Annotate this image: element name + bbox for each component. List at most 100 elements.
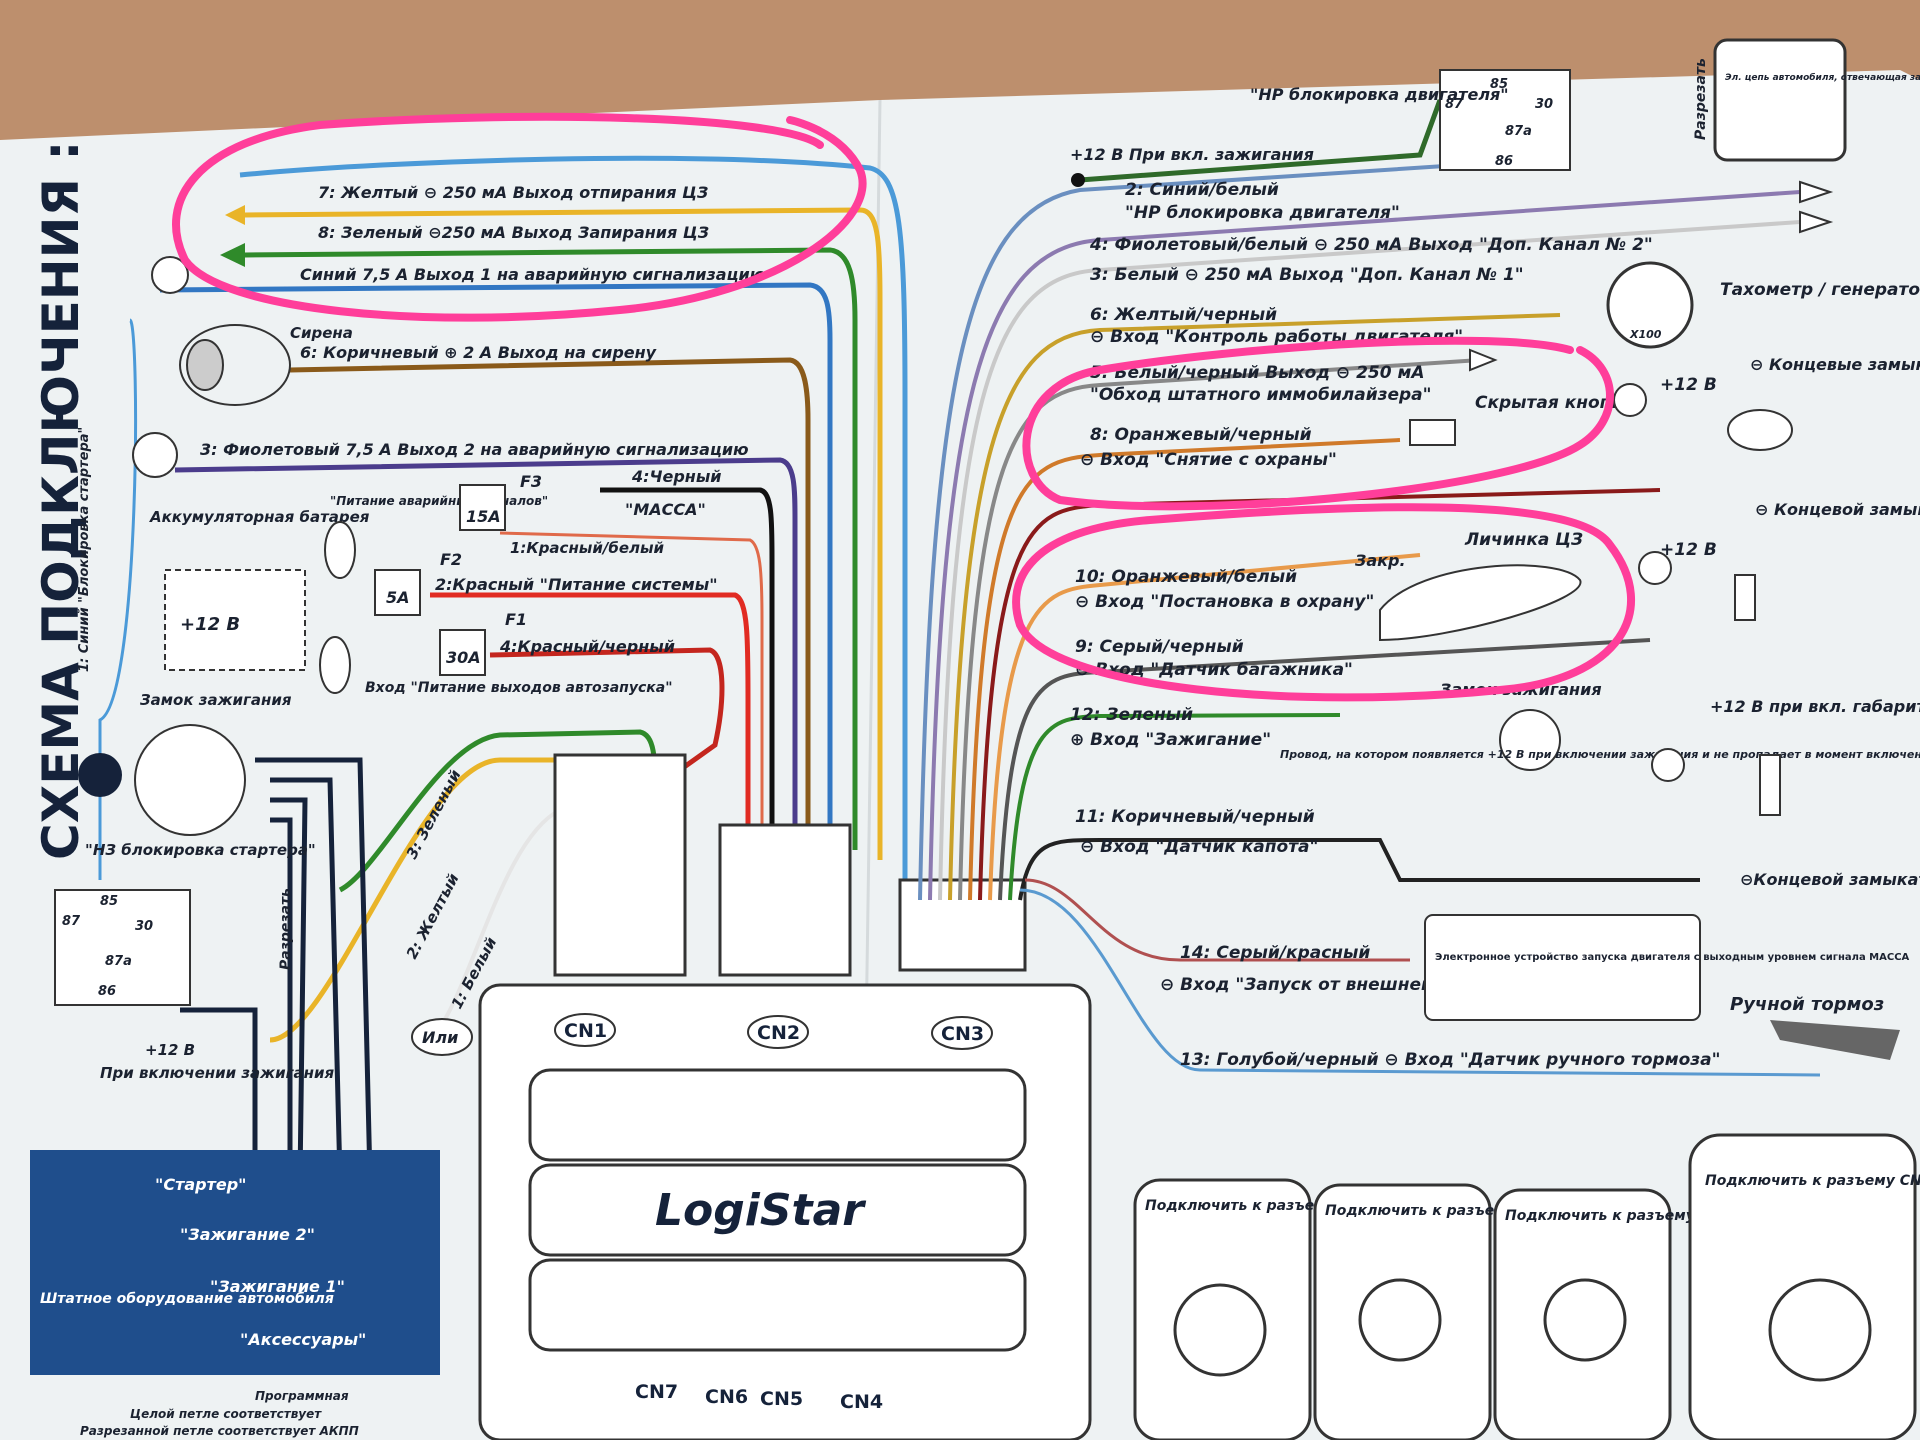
rw-label-18: 14: Серый/красный: [1180, 943, 1370, 963]
siren-label: Сирена: [290, 324, 353, 342]
bottom-note-3: Разрезанной петле соответствует АКПП: [80, 1424, 359, 1438]
handbrake-label: Ручной тормоз: [1730, 994, 1884, 1015]
plus12-trunk: +12 В: [1660, 540, 1717, 560]
rw-label-10: 10: Оранжевый/белый: [1075, 567, 1297, 587]
ignition-key-icon: [78, 753, 122, 797]
power3-label: 4:Красный/черный: [499, 637, 675, 656]
door-handle-icon: [1379, 564, 1582, 642]
arrow-dop2: [1799, 180, 1834, 204]
cut-label-right: Разрезать: [1693, 58, 1709, 140]
circuit-note-text: Эл. цепь автомобиля, отвечающая за работ…: [1725, 72, 1920, 83]
cn7-label: CN7: [635, 1381, 678, 1403]
plus12-ign-label: +12 В: [145, 1041, 195, 1059]
wire-red-power2: [430, 592, 751, 850]
wire-rw-orangewhite: [988, 553, 1421, 901]
wire-redwhite-power1: [499, 531, 764, 850]
plus12-ign-sub: При включении зажигания: [100, 1064, 334, 1082]
tacho-x100: X100: [1629, 328, 1662, 341]
wire-blue-hazard1: [159, 282, 833, 850]
engine-relay-pin-87a: 87a: [1505, 124, 1532, 139]
battery-icon: [164, 569, 306, 671]
ili-badge-1: [324, 521, 356, 579]
bottom-note: Программная Целой петле соответствует Ра…: [80, 1389, 359, 1438]
wire-ign-dark1: [255, 757, 373, 1181]
fuse-hazard-label: "Питание аварийных сигналов": [330, 494, 548, 508]
diagram-title: СХЕМА ПОДКЛЮЧЕНИЯ :: [32, 141, 90, 860]
fuse-f2: [374, 569, 421, 616]
hood-switch-label: ⊖Концевой замыкатель капота: [1740, 870, 1920, 889]
bottom-note-1: Программная: [255, 1389, 349, 1403]
rw-label-9: ⊖ Вход "Снятие с охраны": [1080, 450, 1337, 470]
engine-relay-pins: 85 87 30 87a 86: [1445, 77, 1553, 169]
rw-label-1: "НР блокировка двигателя": [1125, 203, 1400, 223]
wire-starter-blue: [98, 318, 138, 880]
wire-rw-orangeblack: [968, 438, 1401, 901]
highlight-immobilizer-disarm: [1022, 336, 1614, 511]
label-blue-hazard1: Синий 7,5 А Выход 1 на аварийную сигнали…: [300, 265, 765, 284]
wire-white-cn1: [428, 808, 600, 1042]
parking-label: +12 В при вкл. габаритных огнях: [1710, 697, 1920, 716]
ili-badge-3: [411, 1018, 473, 1056]
wire-yellow-unlock: [244, 207, 883, 860]
relay-pin-87: 87: [62, 914, 81, 929]
unit-slot-3: [528, 1258, 1027, 1352]
wire-rw-grayblack: [998, 638, 1651, 901]
wire-rw-white: [938, 220, 1801, 901]
wire-rw-green: [1008, 713, 1341, 901]
power1-label: 1:Красный/белый: [510, 539, 665, 557]
wire-ign-dark2: [270, 777, 343, 1181]
cn6-label: CN6: [705, 1386, 748, 1408]
zakr-label: Закр.: [1354, 551, 1406, 570]
engine-relay-pin-30: 30: [1535, 97, 1553, 112]
stock-equipment-box: [30, 1150, 440, 1375]
lamp-icon-1: [151, 256, 189, 294]
relay-pin-30: 30: [135, 919, 153, 934]
connect-box-cn5: [1493, 1188, 1672, 1440]
highlight-arm-input: [1012, 503, 1636, 702]
parking-lamp-icon: [1651, 748, 1685, 782]
stock-item-starter: "Стартер": [155, 1175, 247, 1194]
highlight-annotations: [172, 112, 1636, 702]
rw-label-11: ⊖ Вход "Постановка в охрану": [1075, 592, 1374, 612]
wire-rw-lightblueblack: [1019, 888, 1821, 1077]
door-switch-icon: [1727, 409, 1793, 451]
nz-block-label: "НЗ блокировка стартера": [85, 841, 316, 859]
harness-icon-cn7: [1173, 1283, 1267, 1377]
fuse-f1: [439, 629, 486, 676]
label-green-lock: 8: Зеленый ⊖250 мА Выход Запирания ЦЗ: [318, 223, 709, 242]
ignition-lock-label: Замок зажигания: [140, 691, 292, 709]
right-wire-labels: 2: Синий/белый "НР блокировка двигателя"…: [1070, 180, 1721, 1070]
harness-icon-cn5: [1543, 1278, 1627, 1362]
hood-switch-icon: [1759, 754, 1781, 816]
stock-item-ign1: "Зажигание 1": [210, 1277, 345, 1296]
battery-voltage: +12 В: [180, 614, 240, 635]
stock-item-ign2: "Зажигание 2": [180, 1225, 315, 1244]
wire-redblack-power3: [489, 647, 725, 773]
ignition-lock-icon: [134, 724, 246, 836]
tacho-label: Тахометр / генератор: [1720, 280, 1920, 300]
wire-blue-cz: [239, 155, 908, 900]
harness-icon-cn6: [1358, 1278, 1442, 1362]
cn1-label: CN1: [564, 1020, 607, 1042]
harness-icon-cn4: [1768, 1278, 1872, 1382]
rw-label-6: 5: Белый/черный Выход ⊖ 250 мА: [1090, 363, 1425, 383]
fuse-f3-name: F3: [520, 472, 542, 491]
rw-label-8: 8: Оранжевый/черный: [1090, 425, 1312, 445]
rw-label-0: 2: Синий/белый: [1125, 180, 1279, 200]
cn4-label: CN4: [840, 1391, 883, 1413]
connect-box-cn7: [1133, 1178, 1312, 1440]
ext-device-text: Электронное устройство запуска двигателя…: [1435, 952, 1910, 963]
wire-green-lock: [244, 247, 858, 850]
wire-note-label: Провод, на котором появляется +12 В при …: [1280, 748, 1920, 761]
ground-label: "МАССА": [625, 500, 706, 519]
connect-box-cn6: [1313, 1183, 1492, 1440]
left-wire-labels: 7: Желтый ⊖ 250 мА Выход отпирания ЦЗ 8:…: [200, 183, 765, 459]
hidden-button-icon: [1409, 419, 1456, 446]
trunk-switch-label: ⊖ Концевой замыкатель багажника: [1755, 500, 1920, 519]
arrow-green: [220, 243, 245, 267]
fuse-f2-name: F2: [440, 550, 462, 569]
rw-label-3: 3: Белый ⊖ 250 мА Выход "Доп. Канал № 1": [1090, 265, 1524, 285]
engine-relay-pin-85: 85: [1490, 77, 1508, 92]
bottom-note-2: Целой петле соответствует: [130, 1407, 322, 1421]
